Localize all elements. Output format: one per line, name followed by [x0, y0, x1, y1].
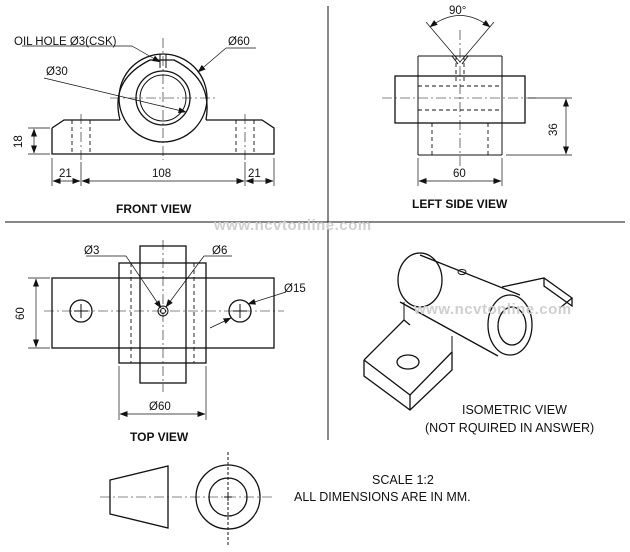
left-side-view: 90° 36 60 LEFT SIDE VIEW [382, 5, 572, 211]
angle-label: 90° [449, 5, 466, 17]
side-height-label: 36 [548, 123, 560, 136]
oil-hole-label: OIL HOLE Ø3(CSK) [14, 36, 117, 48]
units-note: ALL DIMENSIONS ARE IN MM. [294, 490, 471, 504]
top-depth-label: 60 [15, 307, 27, 320]
length-label: 108 [152, 168, 171, 180]
iso-title: ISOMETRIC VIEW [462, 403, 567, 417]
top-view: Ø3 Ø6 Ø15 60 Ø60 TOP VIEW [15, 240, 306, 444]
front-height-label: 18 [13, 135, 25, 148]
watermark-iso: www.ncvtonline.com [413, 301, 572, 318]
hole-small-label: Ø3 [84, 245, 99, 257]
watermark-top: www.ncvtonline.com [213, 217, 372, 234]
front-view-title: FRONT VIEW [116, 202, 192, 216]
top-bottom-dia-label: Ø60 [149, 401, 171, 413]
side-view-title: LEFT SIDE VIEW [412, 197, 508, 211]
left-ext-label: 21 [59, 168, 72, 180]
top-view-title: TOP VIEW [130, 430, 189, 444]
projection-symbol [100, 464, 272, 530]
front-view: OIL HOLE Ø3(CSK) Ø60 Ø30 18 21 108 21 FR… [13, 36, 275, 216]
side-width-label: 60 [453, 168, 466, 180]
slot-hole-label: Ø15 [284, 283, 306, 295]
outer-dia-label: Ø60 [228, 36, 250, 48]
bore-dia-label: Ø30 [46, 66, 68, 78]
iso-note: (NOT RQUIRED IN ANSWER) [425, 421, 594, 435]
isometric-view: ISOMETRIC VIEW (NOT RQUIRED IN ANSWER) [363, 252, 594, 435]
scale-note: SCALE 1:2 [372, 473, 434, 487]
right-ext-label: 21 [248, 168, 261, 180]
hole-csk-label: Ø6 [212, 245, 227, 257]
sheet-dividers [5, 6, 625, 546]
